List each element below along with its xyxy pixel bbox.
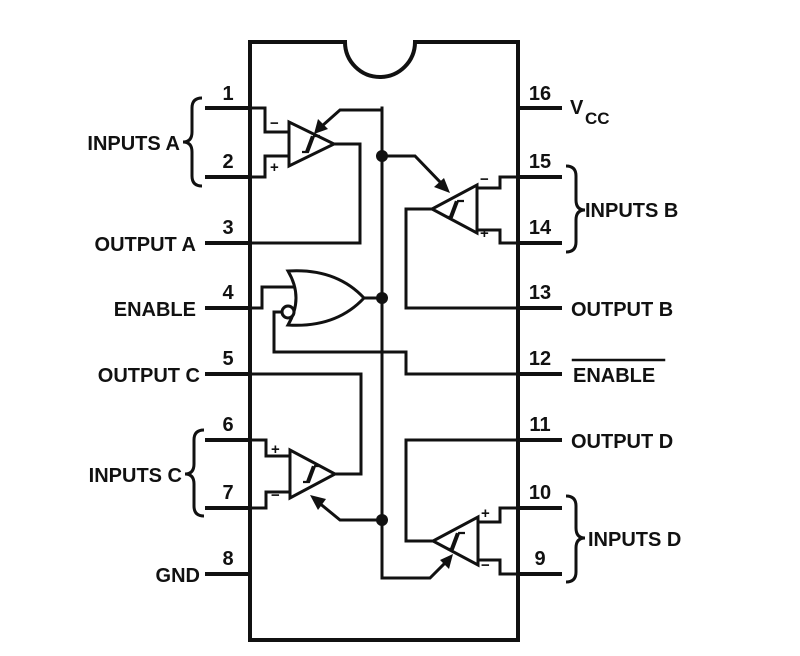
wire-a-output bbox=[248, 142, 362, 245]
comparator-a-minus-sign: − bbox=[270, 115, 279, 132]
pin-number-3: 3 bbox=[222, 217, 233, 239]
comparator-d-plus-sign: + bbox=[481, 505, 490, 522]
label-enable-bar: ENABLE bbox=[573, 365, 655, 387]
pin-number-16: 16 bbox=[529, 83, 551, 105]
label-output-b: OUTPUT B bbox=[571, 299, 673, 321]
label-inputs-d: INPUTS D bbox=[588, 529, 681, 551]
label-output-a: OUTPUT A bbox=[95, 234, 196, 256]
wire-pin4-to-gate bbox=[248, 285, 300, 310]
label-output-d: OUTPUT D bbox=[571, 431, 673, 453]
wire-pin9-to-d-minus bbox=[476, 558, 520, 576]
pin-number-15: 15 bbox=[529, 151, 551, 173]
junction-dot-cd bbox=[376, 514, 388, 526]
arrow-b-enable bbox=[434, 178, 450, 193]
label-inputs-a: INPUTS A bbox=[87, 133, 180, 155]
brace-inputs-a bbox=[182, 96, 203, 188]
comparator-c-hysteresis-icon bbox=[303, 464, 321, 484]
comparator-a-plus-sign: + bbox=[270, 159, 279, 176]
comparator-c-minus-sign: − bbox=[271, 487, 280, 504]
arrow-a-enable bbox=[314, 119, 328, 134]
comparator-b-plus-sign: + bbox=[480, 225, 489, 242]
junction-dot-ab bbox=[376, 150, 388, 162]
label-vcc-subscript: CC bbox=[585, 109, 610, 128]
arrow-d-enable bbox=[440, 554, 453, 569]
pin-number-13: 13 bbox=[529, 282, 551, 304]
pin-number-8: 8 bbox=[222, 548, 233, 570]
brace-inputs-c bbox=[184, 428, 205, 518]
wire-pin2-to-a-plus bbox=[248, 154, 291, 179]
junction-dot-gate bbox=[376, 292, 388, 304]
wire-a-enable bbox=[319, 108, 384, 129]
comparator-d-minus-sign: − bbox=[481, 557, 490, 574]
wire-pin6-to-c-plus bbox=[248, 438, 292, 458]
wire-pin12-to-gate bbox=[272, 310, 520, 376]
brace-inputs-b bbox=[565, 164, 586, 254]
wire-c-enable bbox=[315, 499, 384, 522]
comparator-d-hysteresis-icon bbox=[447, 531, 465, 551]
brace-inputs-d bbox=[565, 494, 586, 584]
comparator-a-hysteresis-icon bbox=[302, 134, 320, 154]
comparator-b-minus-sign: − bbox=[480, 171, 489, 188]
wire-d-output bbox=[404, 438, 520, 543]
pin-number-7: 7 bbox=[222, 482, 233, 504]
comparator-b-hysteresis-icon bbox=[446, 199, 464, 219]
pin-number-4: 4 bbox=[222, 282, 234, 304]
pin-number-14: 14 bbox=[529, 217, 552, 239]
pin-number-2: 2 bbox=[222, 151, 233, 173]
wire-d-enable bbox=[380, 559, 449, 580]
arrow-c-enable bbox=[310, 495, 326, 510]
label-gnd: GND bbox=[156, 565, 200, 587]
pin-number-5: 5 bbox=[222, 348, 233, 370]
comparator-c-plus-sign: + bbox=[271, 441, 280, 458]
pin-number-6: 6 bbox=[222, 414, 233, 436]
pin-number-12: 12 bbox=[529, 348, 551, 370]
wire-pin7-to-c-minus bbox=[248, 490, 292, 510]
wire-c-output bbox=[248, 372, 363, 476]
pin-number-11: 11 bbox=[529, 414, 550, 436]
label-vcc: V bbox=[570, 97, 584, 119]
wire-b-output bbox=[404, 207, 520, 310]
wire-pin15-to-b-minus bbox=[475, 175, 520, 190]
label-inputs-b: INPUTS B bbox=[585, 200, 678, 222]
label-output-c: OUTPUT C bbox=[98, 365, 200, 387]
wire-b-enable bbox=[380, 154, 445, 187]
enable-or-gate bbox=[285, 269, 367, 327]
wire-pin1-to-a-minus bbox=[248, 106, 291, 134]
wire-pin10-to-d-plus bbox=[476, 506, 520, 524]
pin-number-1: 1 bbox=[222, 83, 233, 105]
enable-inverter-bubble bbox=[280, 304, 296, 320]
ic-package-body bbox=[248, 40, 520, 642]
label-inputs-c: INPUTS C bbox=[89, 465, 182, 487]
label-enable: ENABLE bbox=[114, 299, 196, 321]
pin-number-10: 10 bbox=[529, 482, 551, 504]
pin-number-9: 9 bbox=[534, 548, 545, 570]
wire-pin14-to-b-plus bbox=[475, 228, 520, 245]
